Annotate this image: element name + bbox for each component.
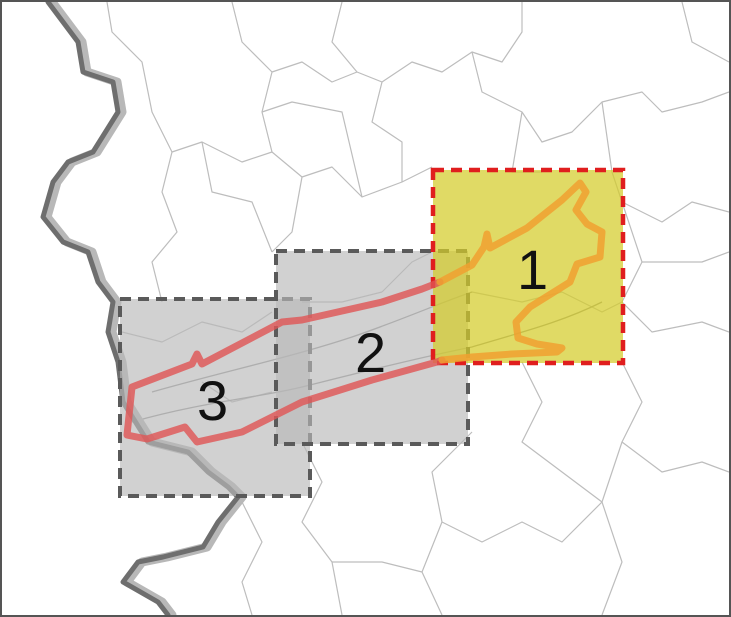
river <box>40 2 247 615</box>
route-outline <box>123 179 606 446</box>
zone-1-label: 1 <box>517 238 548 301</box>
zone-3-label: 3 <box>197 369 228 432</box>
zone-2-label: 2 <box>355 321 386 384</box>
